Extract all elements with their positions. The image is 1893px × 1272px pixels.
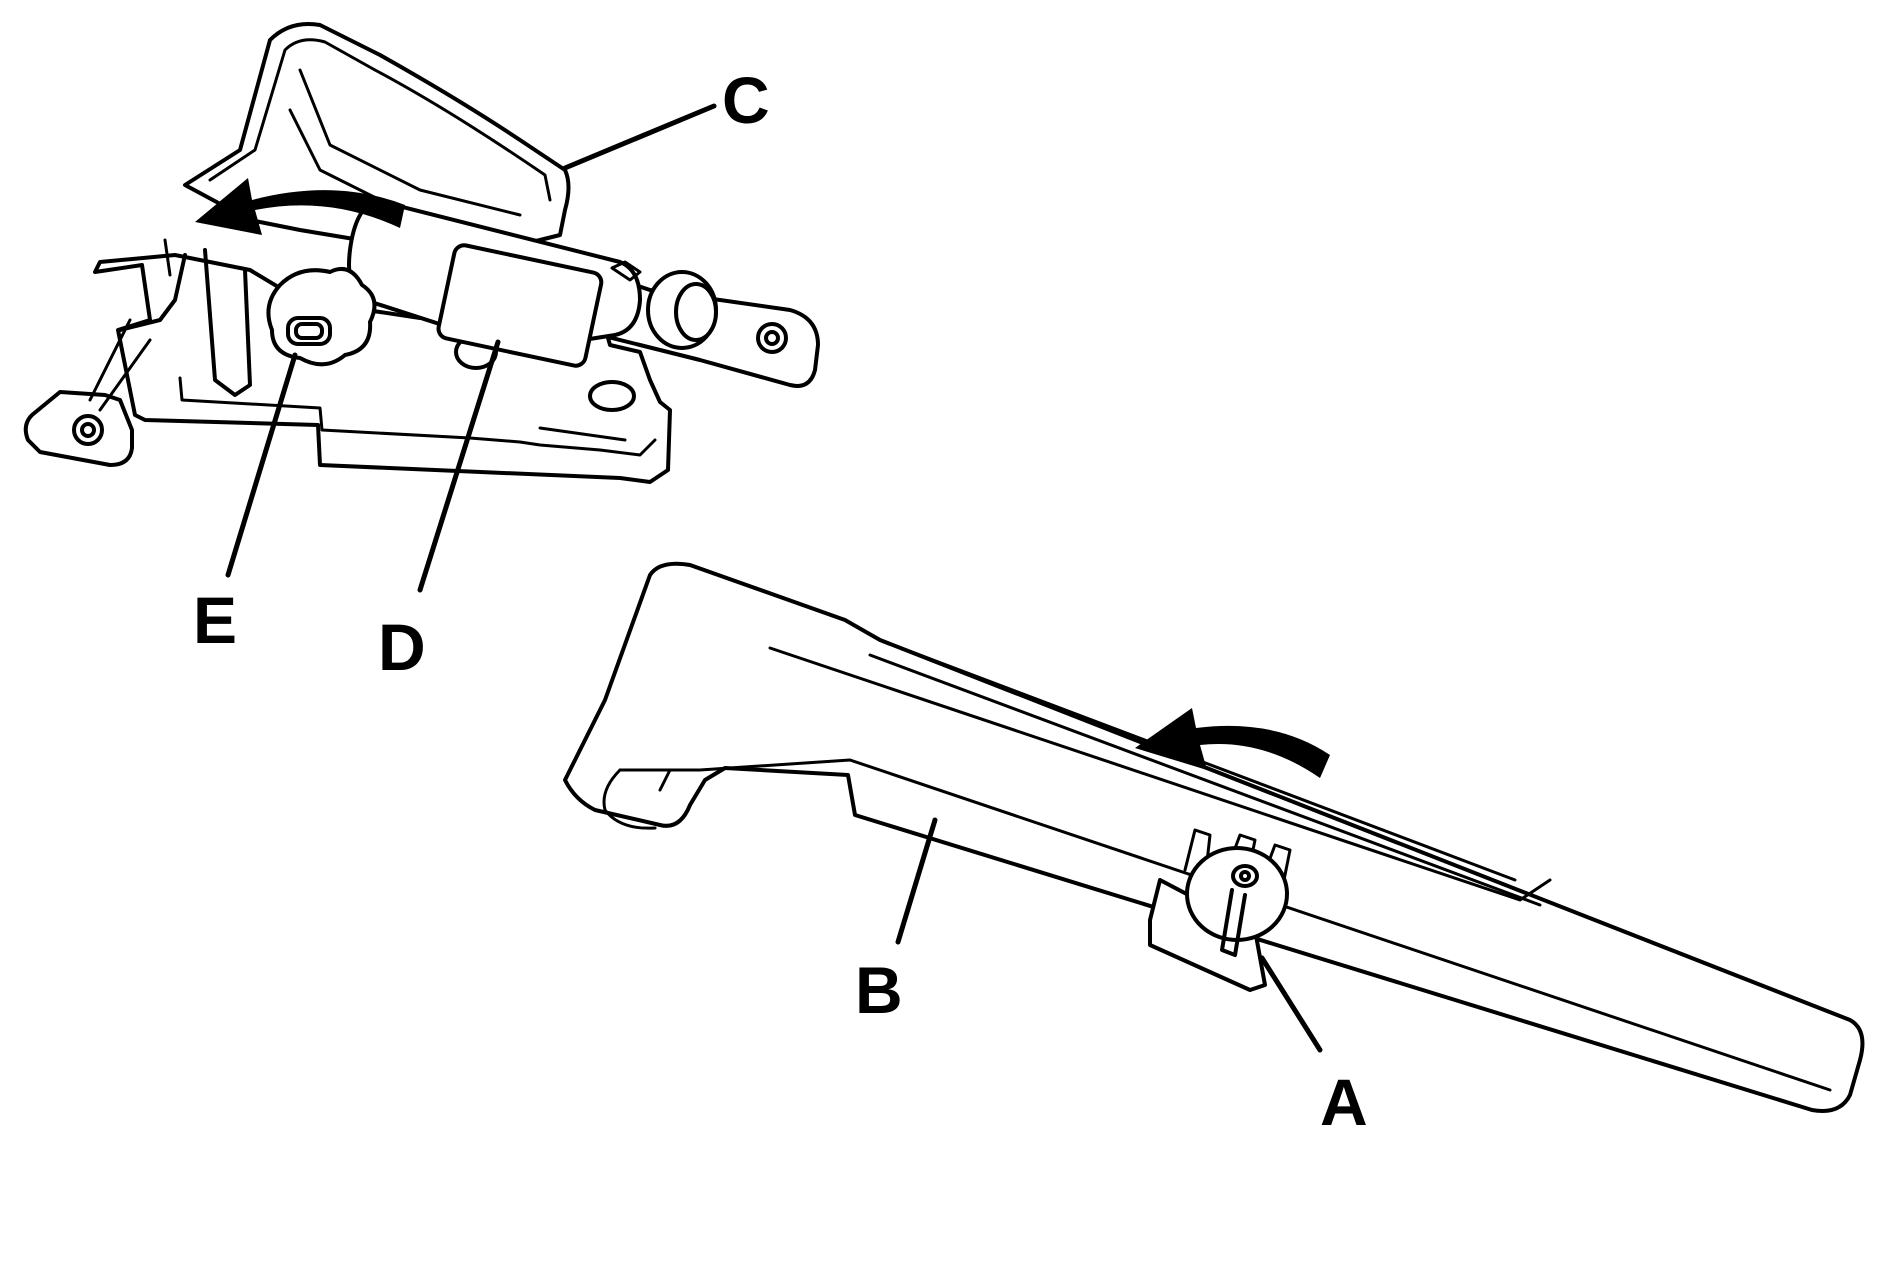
rotation-arrow-upper — [195, 178, 405, 235]
housing-cover — [183, 22, 571, 252]
leader-e — [225, 352, 298, 578]
callout-b: B — [855, 953, 903, 1027]
rail-body — [563, 561, 1865, 1113]
callout-d: D — [378, 610, 426, 684]
leader-d — [417, 339, 501, 593]
leader-lines — [225, 103, 1323, 1053]
callout-e: E — [193, 583, 237, 657]
leader-c — [562, 103, 717, 171]
bracket-assembly — [23, 22, 820, 484]
rail-clip — [1148, 878, 1267, 992]
plate-hole-2 — [588, 380, 636, 412]
callout-c: C — [722, 63, 770, 137]
rotation-arrow-lower — [1135, 708, 1330, 778]
leader-a — [1259, 955, 1323, 1053]
clip-head — [1185, 846, 1289, 942]
callout-labels: C E D B A — [193, 63, 1368, 1139]
leader-b — [895, 817, 938, 945]
rail-assembly — [563, 561, 1865, 1113]
callout-a: A — [1320, 1065, 1368, 1139]
